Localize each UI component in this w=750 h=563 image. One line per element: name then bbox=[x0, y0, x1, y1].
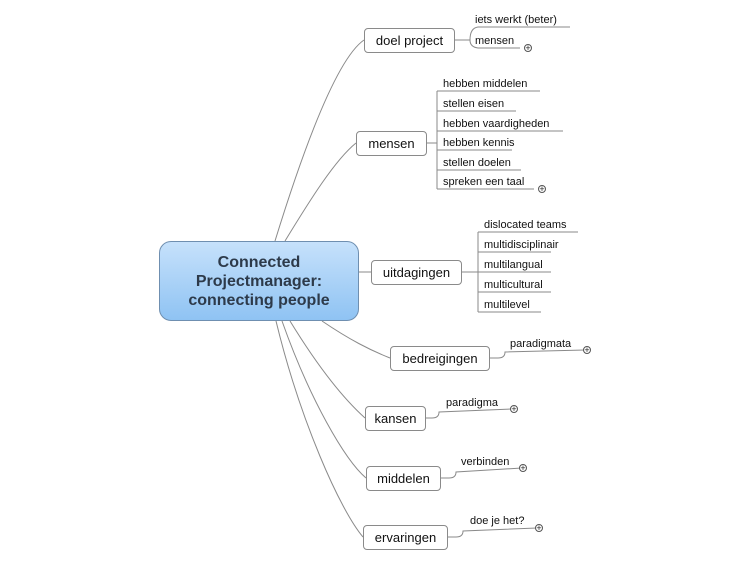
expand-icon[interactable]: + bbox=[510, 404, 518, 414]
leaf-multilangual[interactable]: multilangual bbox=[484, 259, 543, 271]
leaf-mensen[interactable]: mensen bbox=[475, 35, 515, 47]
expand-icon[interactable]: + bbox=[519, 463, 527, 473]
branch-mensen[interactable]: mensen bbox=[356, 131, 427, 156]
leaf-hebben-kennis[interactable]: hebben kennis bbox=[443, 137, 515, 149]
leaf-multilevel[interactable]: multilevel bbox=[484, 299, 530, 311]
connector-bedreigingen bbox=[321, 320, 391, 359]
leaf-paradigmata[interactable]: paradigmata bbox=[510, 338, 572, 350]
expand-icon[interactable]: + bbox=[583, 345, 591, 355]
branch-kansen[interactable]: kansen bbox=[365, 406, 426, 431]
leaf-paradigma[interactable]: paradigma bbox=[446, 397, 498, 409]
branch-ervaringen[interactable]: ervaringen bbox=[363, 525, 448, 550]
central-topic-title: Connected Projectmanager: connecting peo… bbox=[188, 253, 330, 309]
leaf-doe-je-het[interactable]: doe je het? bbox=[470, 515, 525, 527]
leaf-dislocated-teams[interactable]: dislocated teams bbox=[484, 219, 567, 231]
connector-kansen bbox=[289, 320, 366, 419]
connector-doel-project bbox=[274, 39, 365, 242]
branch-middelen[interactable]: middelen bbox=[366, 466, 441, 491]
leaf-verbinden[interactable]: verbinden bbox=[461, 456, 510, 468]
leaf-spreken-een-taal[interactable]: spreken een taal bbox=[443, 176, 525, 188]
connector-middelen bbox=[281, 320, 367, 479]
leaf-hebben-middelen[interactable]: hebben middelen bbox=[443, 78, 528, 90]
branch-doel-project[interactable]: doel project bbox=[364, 28, 455, 53]
leaf-stellen-doelen[interactable]: stellen doelen bbox=[443, 157, 511, 169]
leaf-multidisciplinair[interactable]: multidisciplinair bbox=[484, 239, 559, 251]
connector-ervaringen bbox=[275, 320, 364, 538]
leaf-iets-werkt-beter[interactable]: iets werkt (beter) bbox=[475, 14, 557, 26]
central-topic[interactable]: Connected Projectmanager: connecting peo… bbox=[159, 241, 359, 321]
branch-uitdagingen[interactable]: uitdagingen bbox=[371, 260, 462, 285]
branch-bedreigingen[interactable]: bedreigingen bbox=[390, 346, 490, 371]
expand-icon[interactable]: + bbox=[538, 184, 546, 194]
expand-icon[interactable]: + bbox=[524, 43, 532, 53]
leaf-multicultural[interactable]: multicultural bbox=[484, 279, 543, 291]
leaf-hebben-vaardigheden[interactable]: hebben vaardigheden bbox=[443, 118, 550, 130]
expand-icon[interactable]: + bbox=[535, 523, 543, 533]
leaf-stellen-eisen[interactable]: stellen eisen bbox=[443, 98, 505, 110]
connector-mensen bbox=[284, 142, 357, 242]
